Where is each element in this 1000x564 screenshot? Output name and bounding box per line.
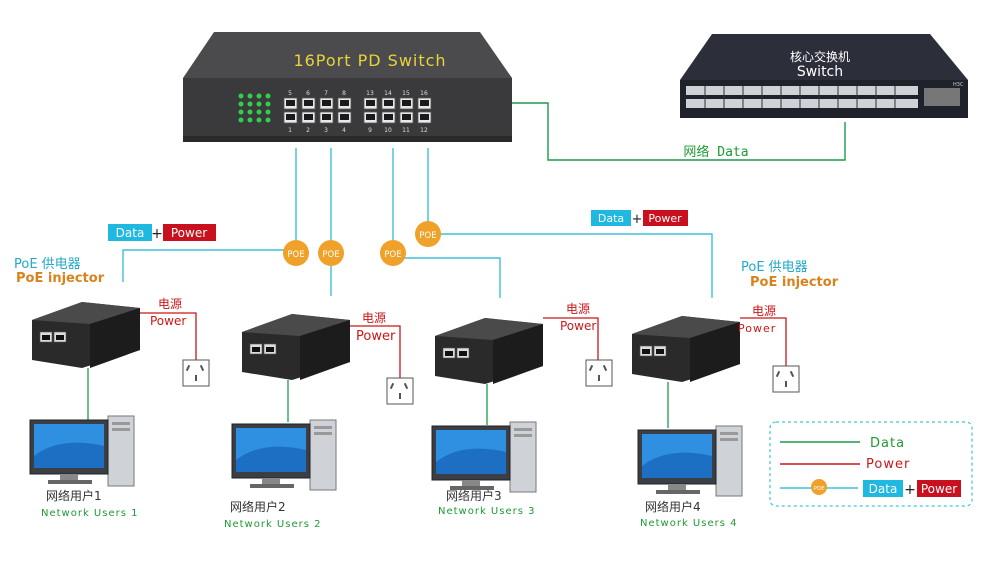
data-lines-to-users: [87, 368, 669, 428]
core-switch-ports: [686, 86, 960, 108]
power-outlet-icon: [772, 365, 800, 393]
power-label-cn: 电源: [158, 297, 182, 311]
user-label-cn: 网络用户2: [230, 499, 286, 514]
pd-switch-leds: [238, 93, 271, 123]
port-number: 15: [402, 90, 410, 97]
data-power-badge-left: Data + Power: [108, 224, 216, 242]
poe-badge-label: POE: [419, 231, 436, 241]
poe-injector-4: [631, 315, 741, 383]
port-number: 13: [366, 90, 374, 97]
power-lines: [140, 312, 787, 380]
legend: Data Power POE Data + Power: [769, 421, 973, 507]
port-number: 5: [288, 90, 292, 97]
poe-badge-label: POE: [287, 250, 304, 260]
computer-icon: [29, 415, 135, 487]
poe-badge-label: POE: [384, 250, 401, 260]
core-switch-label-en: Switch: [797, 64, 843, 80]
power-label-cn: 电源: [752, 304, 776, 318]
core-switch-label-cn: 核心交换机: [790, 49, 850, 64]
user-label-en: Network Users 2: [224, 519, 321, 530]
port-number: 8: [342, 90, 346, 97]
user-label-en: Network Users 4: [640, 518, 737, 529]
injector-right-label-cn: PoE 供电器: [741, 260, 808, 275]
pd-switch: 16Port PD Switch 5 6 7 8 13 14 15 16 1 2…: [183, 32, 512, 142]
badge-power: Power: [171, 226, 207, 240]
power-label-en: Power: [560, 319, 596, 333]
power-outlet-icon: [386, 377, 414, 405]
legend-data-label: Data: [870, 436, 905, 451]
port-number: 14: [384, 90, 392, 97]
port-number: 12: [420, 127, 428, 134]
computer-icon: [637, 425, 743, 497]
poe-injector-2: [241, 313, 351, 381]
port-number: 9: [368, 127, 372, 134]
port-number: 3: [324, 127, 328, 134]
port-number: 4: [342, 127, 346, 134]
user-label-cn: 网络用户4: [645, 499, 701, 514]
legend-combo-data: Data: [869, 482, 898, 496]
power-label-en: Power: [356, 329, 396, 344]
user-label-en: Network Users 3: [438, 506, 535, 517]
injector-left-label-en: PoE injector: [16, 271, 105, 286]
legend-poe-label: POE: [813, 486, 825, 492]
computer-icon: [231, 419, 337, 491]
port-number: 2: [306, 127, 310, 134]
data-power-badge-right: Data + Power: [591, 210, 688, 227]
computer-icon: [431, 421, 537, 493]
legend-combo-power: Power: [921, 482, 957, 496]
core-switch-brand: H3C: [953, 82, 964, 88]
legend-power-label: Power: [866, 457, 910, 472]
port-number: 1: [288, 127, 292, 134]
injector-right-label-en: PoE injector: [750, 275, 839, 290]
port-number: 10: [384, 127, 392, 134]
badge-data: Data: [116, 226, 145, 240]
core-switch: 核心交换机 Switch H3C: [680, 34, 968, 118]
power-outlet-icon: [585, 359, 613, 387]
power-label-en: Power: [738, 322, 776, 335]
power-label-cn: 电源: [566, 302, 590, 316]
badge-power: Power: [648, 212, 682, 225]
injector-left-label-cn: PoE 供电器: [14, 257, 81, 272]
power-label-cn: 电源: [362, 311, 386, 325]
poe-badges: POE POE POE POE: [283, 221, 441, 266]
pd-switch-port-numbers: 5 6 7 8 13 14 15 16 1 2 3 4 9 10 11 12: [288, 90, 428, 134]
port-number: 11: [402, 127, 410, 134]
port-number: 7: [324, 90, 328, 97]
poe-badge-label: POE: [322, 250, 339, 260]
legend-combo-plus: +: [904, 482, 916, 498]
user-label-en: Network Users 1: [41, 508, 138, 519]
badge-data: Data: [598, 212, 624, 225]
user-label-cn: 网络用户3: [446, 488, 502, 503]
port-number: 16: [420, 90, 428, 97]
power-label-en: Power: [150, 314, 186, 328]
poe-injector-1: [31, 301, 141, 369]
pd-switch-label: 16Port PD Switch: [293, 51, 446, 70]
port-number: 6: [306, 90, 310, 97]
badge-plus: +: [632, 212, 643, 227]
poe-injector-3: [434, 317, 544, 385]
uplink-label: 网络 Data: [683, 144, 748, 160]
badge-plus: +: [151, 226, 163, 242]
user-label-cn: 网络用户1: [46, 488, 102, 503]
power-outlet-icon: [182, 359, 210, 387]
